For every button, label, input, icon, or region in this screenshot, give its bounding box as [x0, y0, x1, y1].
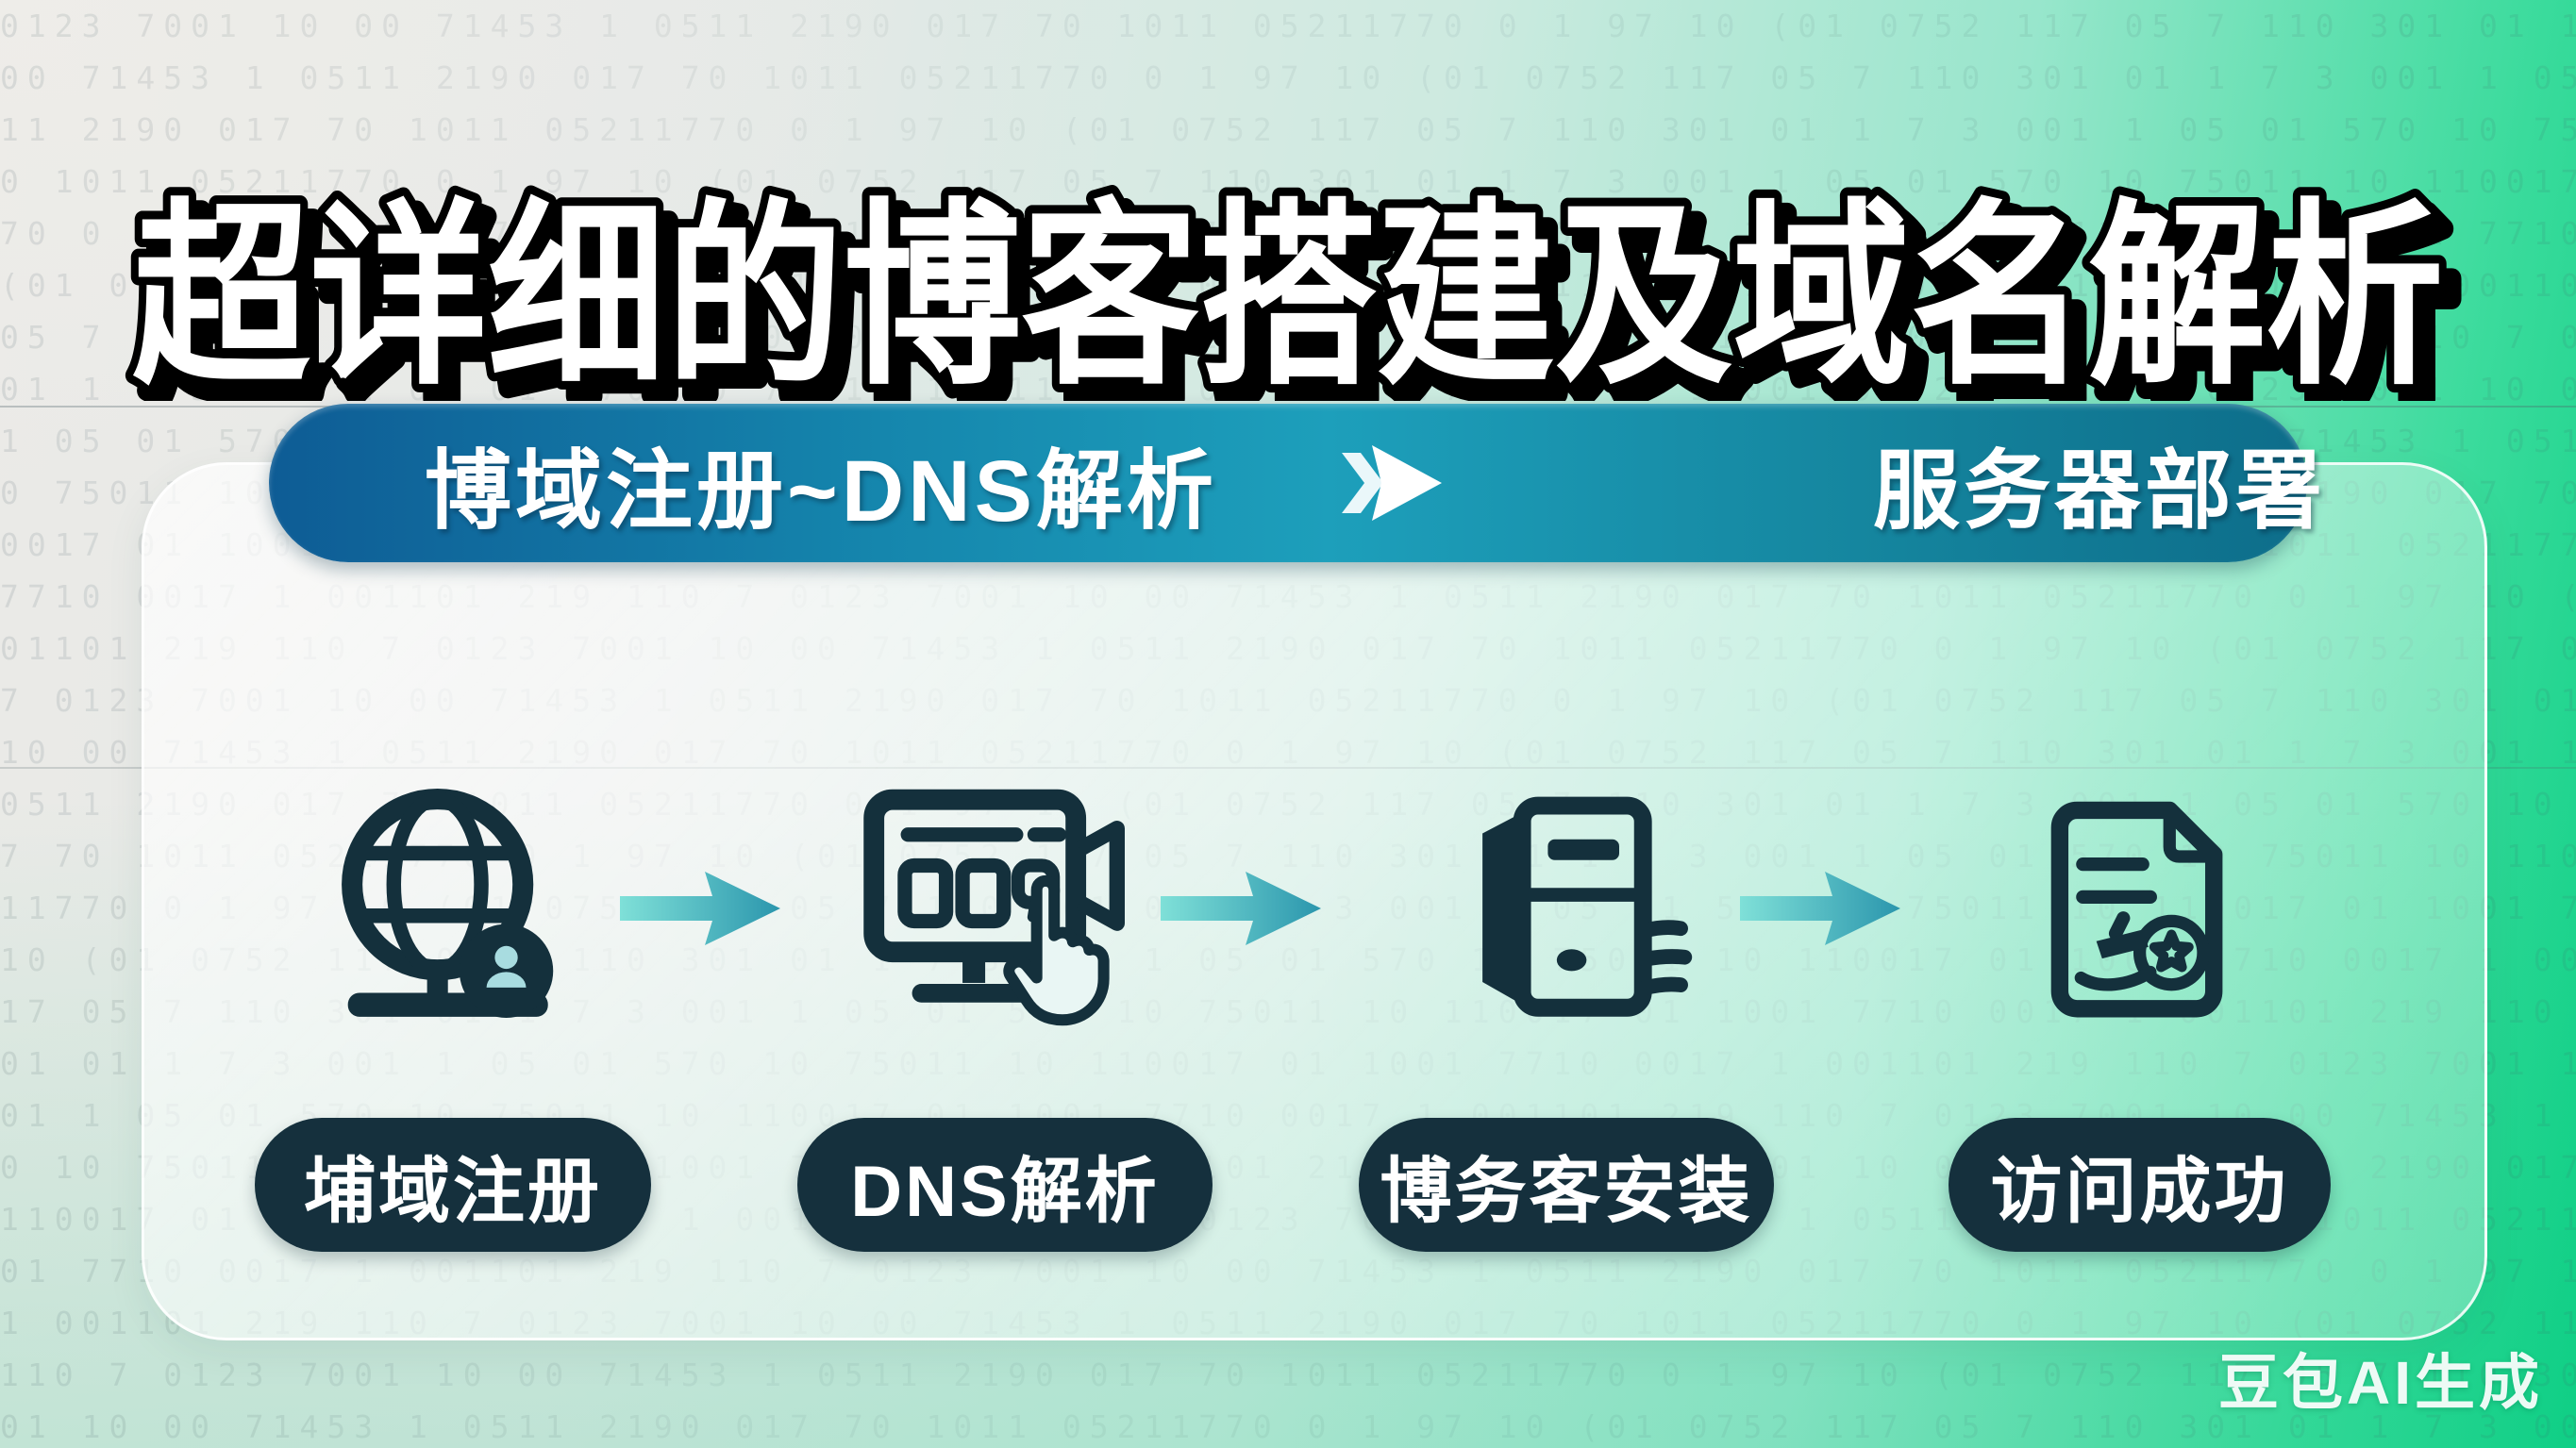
right-arrow-icon: [1161, 872, 1321, 945]
right-arrow-icon: [1740, 872, 1900, 945]
document-stamp-icon: [2050, 801, 2223, 1018]
banner-right-label: 服务器部署: [1873, 442, 2327, 540]
fast-forward-arrow-icon: [1342, 445, 1442, 521]
step-label-domain-register: 埔域注册: [255, 1118, 651, 1252]
step-label-blog-install: 博务客安装: [1359, 1118, 1774, 1252]
globe-stand-user-icon: [342, 789, 554, 1018]
monitor-click-icon: [863, 789, 1126, 1026]
step-label-access-success: 访问成功: [1949, 1118, 2331, 1252]
process-banner: 博域注册~DNS解析 服务器部署: [269, 404, 2322, 562]
page-title: 超详细的博客搭建及域名解析 超详细的博客搭建及域名解析: [124, 177, 2467, 401]
banner-left-label: 博域注册~DNS解析: [425, 442, 1217, 540]
page-title-text: 超详细的博客搭建及域名解析: [132, 186, 2444, 401]
ai-watermark: 豆包AI生成: [2218, 1349, 2543, 1417]
step-label-dns-resolve: DNS解析: [797, 1118, 1213, 1252]
right-arrow-icon: [620, 872, 780, 945]
server-tower-icon: [1482, 796, 1693, 1017]
page-title-shadow: 超详细的博客搭建及域名解析: [145, 201, 2457, 401]
